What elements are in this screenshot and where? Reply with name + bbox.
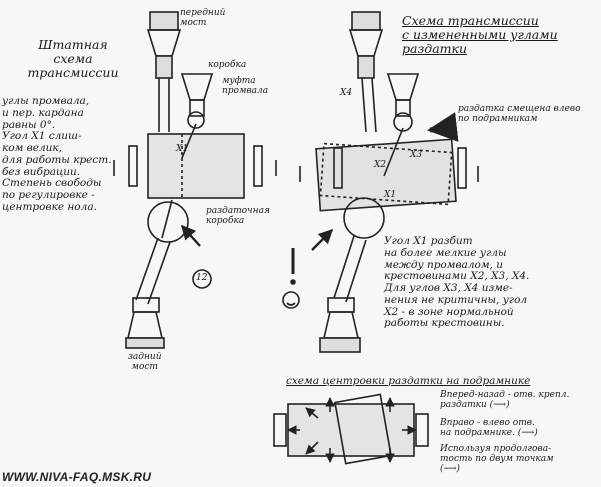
- right-gearbox-funnel: [386, 73, 420, 132]
- left-rear-axle: [125, 297, 165, 349]
- left-title: Штатная схема трансмиссии: [27, 37, 119, 80]
- label-x1-right: X1: [384, 190, 397, 200]
- shift-note: раздатка смещена влево по подрамникам: [458, 104, 581, 125]
- left-mark-circle: [192, 269, 212, 289]
- centering-note-2: Вправо - влево отв. на подрамнике. (⟶): [440, 418, 538, 439]
- site-footer: WWW.NIVA-FAQ.MSK.RU: [2, 470, 152, 484]
- centering-note-1: Вперед-назад - отв. крепл. раздатки (⟶): [440, 390, 570, 411]
- left-transfer-case: [147, 123, 245, 199]
- left-rear-driveshaft: [135, 199, 189, 305]
- left-front-driveshaft: [158, 78, 170, 132]
- smiley-icon: [282, 291, 300, 309]
- left-arrow: [181, 224, 201, 247]
- label-coupling: муфта промвала: [222, 76, 269, 97]
- centering-note-3: Используя продолгова- тость по двум точк…: [440, 444, 554, 475]
- label-transfer-case: раздаточная коробка: [206, 206, 270, 227]
- right-notes: Угол X1 разбит на более мелкие углы межд…: [384, 235, 530, 330]
- centering-title: схема центровки раздатки на подрамнике: [286, 375, 531, 387]
- right-arrow: [311, 228, 334, 251]
- right-title: Схема трансмиссии с измененными углами р…: [402, 13, 558, 56]
- left-notes: углы промвала, и пер. кардана равны 0°. …: [2, 95, 112, 213]
- right-shift-arrow: [427, 112, 459, 142]
- label-x3: X3: [410, 150, 423, 160]
- label-rear-axle: задний мост: [128, 352, 162, 373]
- left-front-axle: [146, 11, 182, 79]
- label-mark-left: 12: [196, 273, 208, 283]
- left-gearbox-funnel: [180, 73, 214, 129]
- right-front-axle: [348, 11, 384, 79]
- centering-diagram: [273, 393, 429, 465]
- right-transfer-case: [315, 127, 457, 212]
- left-frame-rails: [113, 145, 277, 187]
- right-rear-axle: [319, 297, 361, 353]
- right-front-driveshaft: [361, 77, 377, 133]
- label-x1-left: X1: [176, 144, 189, 154]
- exclamation-mark: [290, 248, 296, 285]
- right-frame-rails: [299, 147, 479, 189]
- label-gearbox: коробка: [208, 60, 247, 70]
- label-x2: X2: [374, 160, 387, 170]
- label-x4: X4: [340, 88, 353, 98]
- right-rear-driveshaft: [333, 197, 385, 303]
- label-front-axle: передний мост: [180, 8, 226, 29]
